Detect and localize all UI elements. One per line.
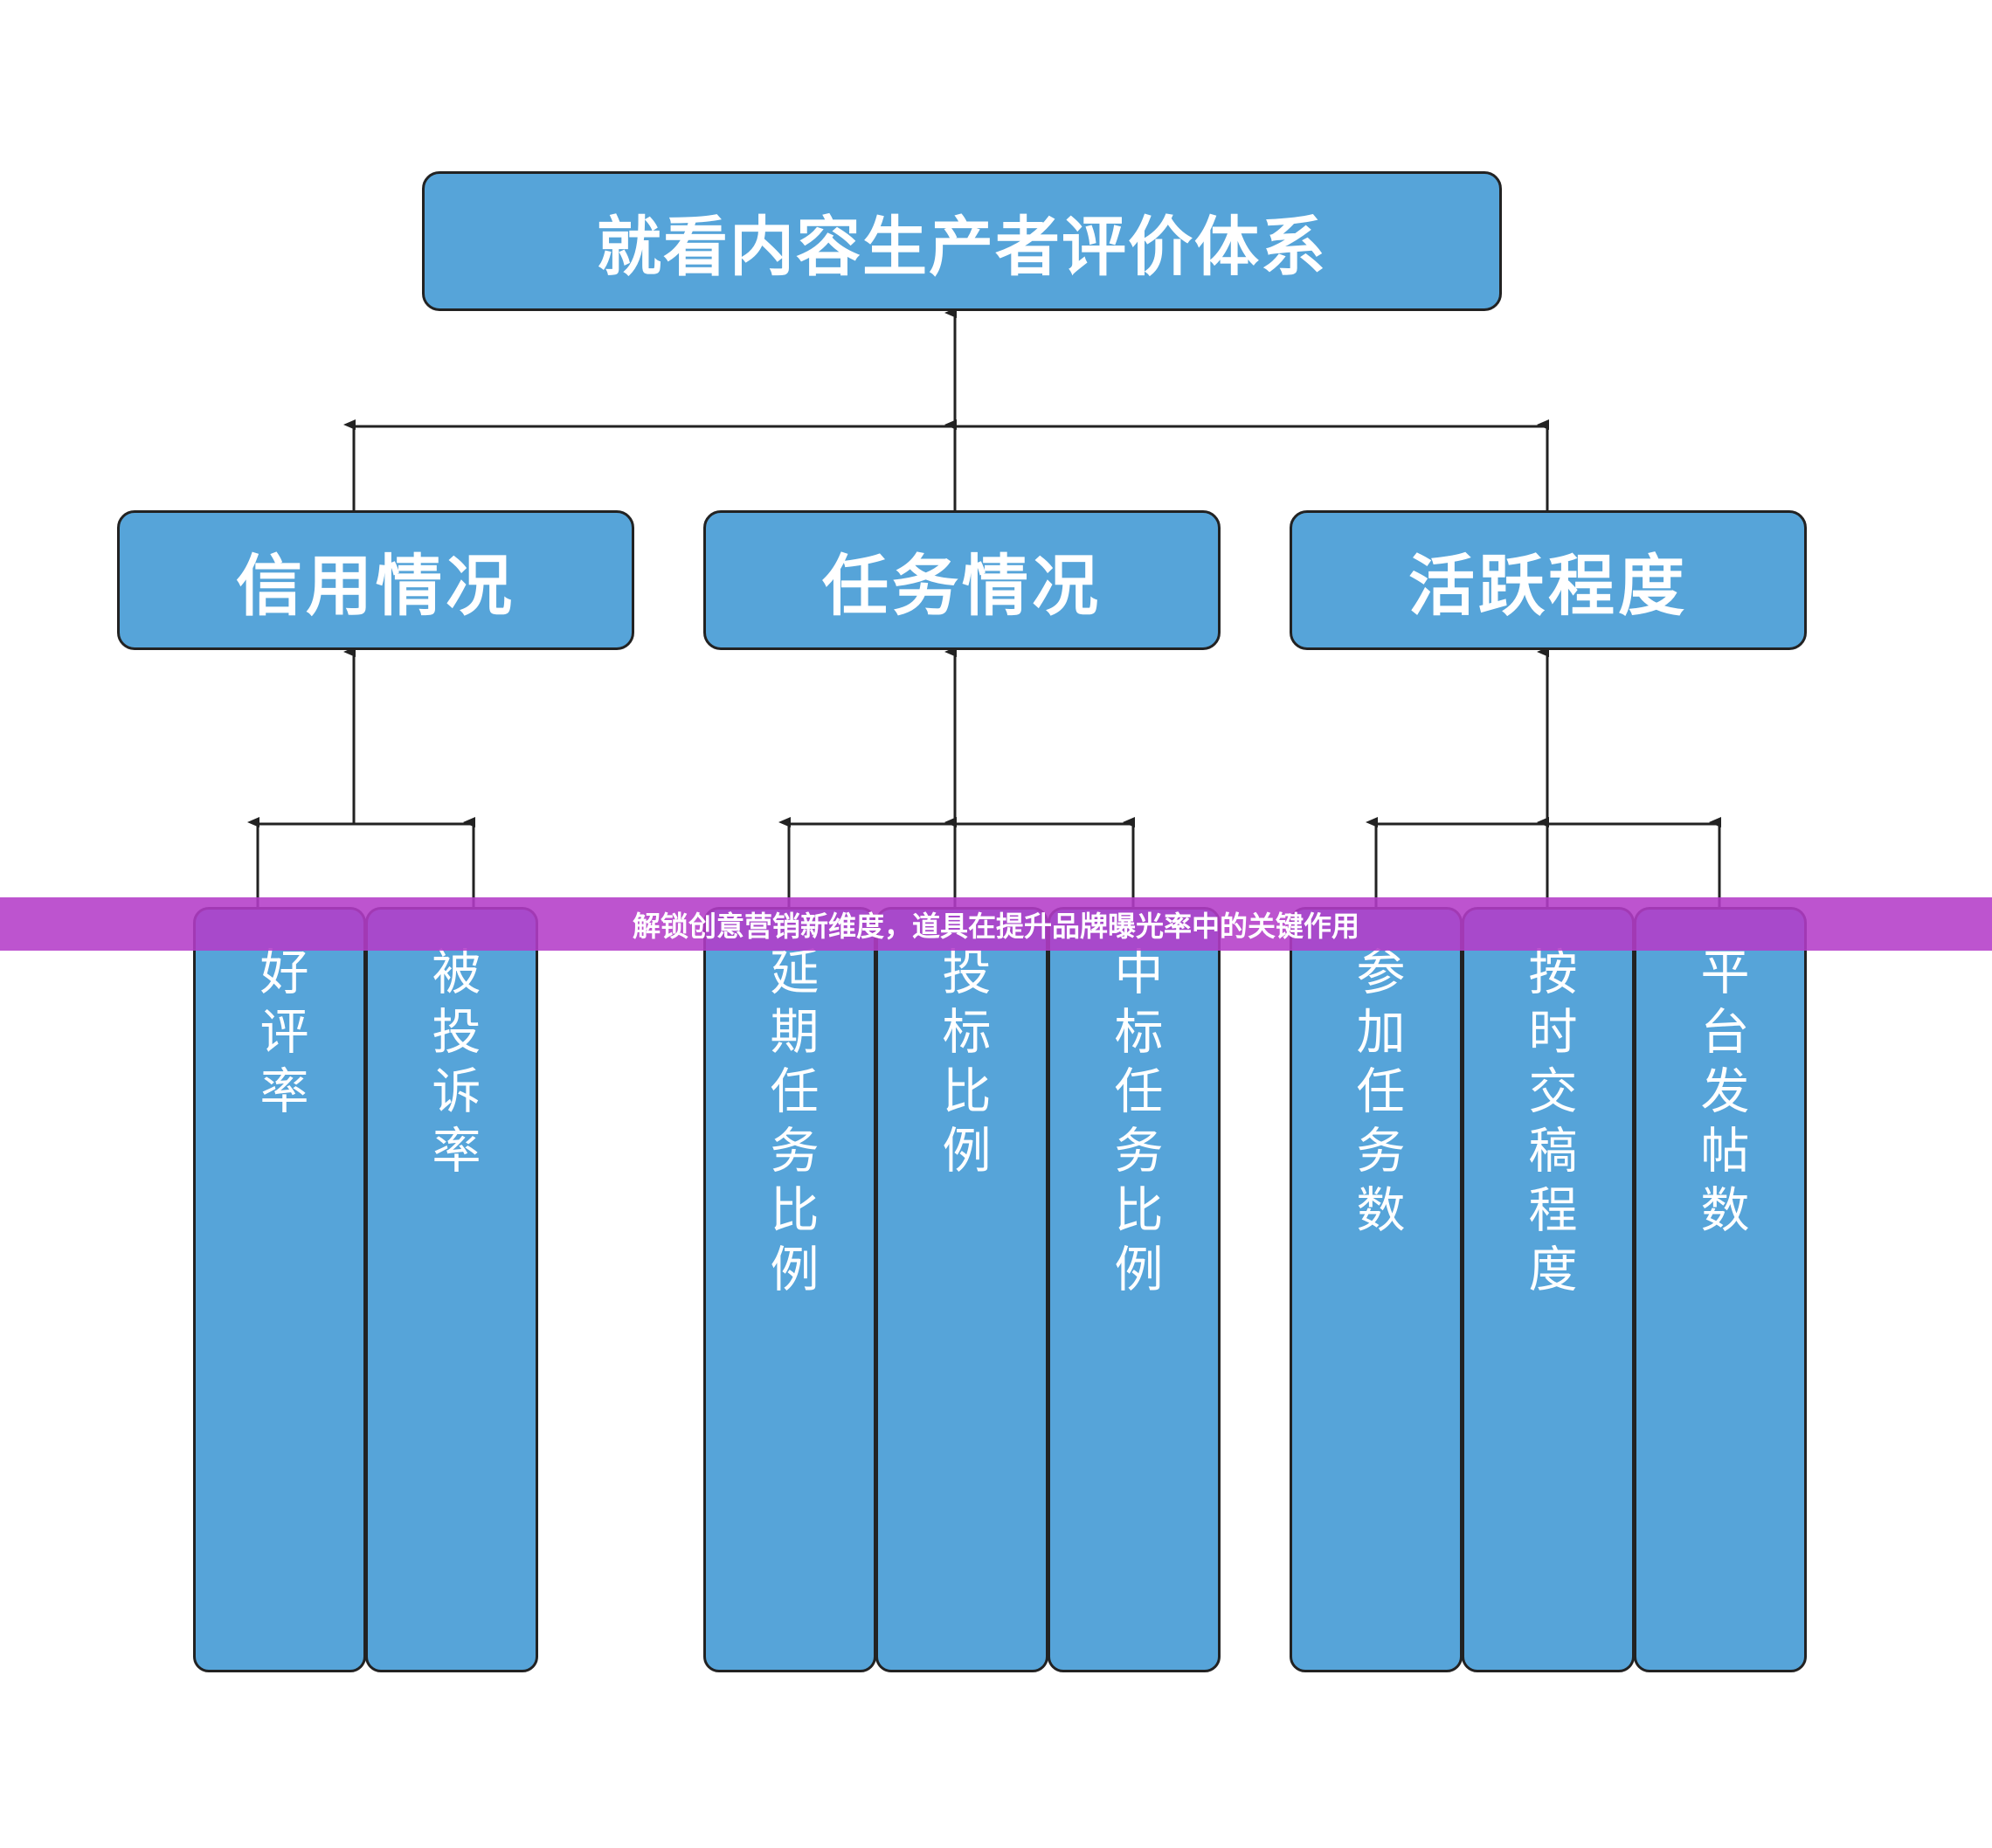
leaf-node: 中标任务比例 — [1048, 907, 1221, 1672]
leaf-node: 按时交稿程度 — [1462, 907, 1635, 1672]
category-node-activity: 活跃程度 — [1290, 510, 1807, 650]
leaf-label: 平台发帖数 — [1692, 946, 1749, 1243]
leaf-node: 平台发帖数 — [1634, 907, 1807, 1672]
root-label: 就看内容生产者评价体系 — [597, 209, 1327, 285]
leaf-label: 好评率 — [252, 946, 308, 1125]
leaf-label: 投标比例 — [934, 946, 991, 1184]
overlay-banner: 解锁创意营销新维度，道具在提升品牌曝光率中的关键作用 — [0, 897, 1992, 951]
leaf-label: 参加任务数 — [1348, 946, 1405, 1243]
category-label: 活跃程度 — [1408, 547, 1688, 625]
leaf-node: 参加任务数 — [1290, 907, 1463, 1672]
leaf-node: 延期任务比例 — [703, 907, 876, 1672]
leaf-label: 延期任务比例 — [762, 946, 819, 1303]
banner-text: 解锁创意营销新维度，道具在提升品牌曝光率中的关键作用 — [632, 909, 1359, 943]
leaf-node: 好评率 — [193, 907, 366, 1672]
leaf-node: 投标比例 — [875, 907, 1048, 1672]
category-label: 信用情况 — [236, 547, 515, 625]
category-node-credit: 信用情况 — [117, 510, 634, 650]
leaf-label: 中标任务比例 — [1106, 946, 1163, 1303]
category-label: 任务情况 — [822, 547, 1102, 625]
leaf-node: 被投诉率 — [365, 907, 538, 1672]
leaf-label: 按时交稿程度 — [1520, 946, 1577, 1303]
leaf-label: 被投诉率 — [424, 946, 481, 1184]
category-node-tasks: 任务情况 — [703, 510, 1221, 650]
root-node: 就看内容生产者评价体系 — [422, 171, 1502, 311]
